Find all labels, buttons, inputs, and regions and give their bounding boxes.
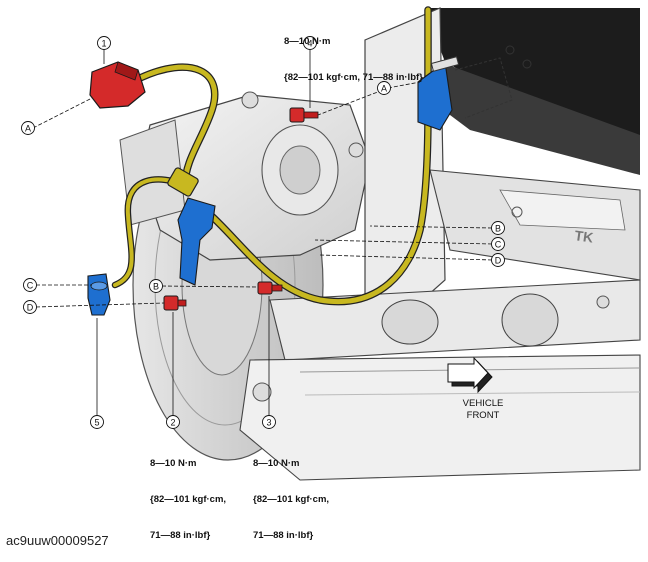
vehicle-body-panel: [425, 8, 640, 175]
brake-hose: [111, 6, 432, 306]
svg-text:3: 3: [266, 418, 271, 428]
vehicle-front-label: VEHICLE FRONT: [462, 398, 504, 421]
svg-text:2: 2: [170, 418, 175, 428]
svg-text:C: C: [495, 240, 502, 250]
svg-text:B: B: [153, 282, 159, 292]
torque-spec-bolt-3: 8—10 N·m {82—101 kgf·cm, 71—88 in·lbf}: [253, 458, 330, 541]
svg-text:4: 4: [307, 39, 312, 49]
wheel-speed-sensor-connector: [89, 61, 146, 109]
front-arrow-icon: [447, 356, 493, 394]
callout-d-right: D: [491, 253, 505, 267]
hose-clip-upper: [417, 56, 460, 131]
callout-1: 1: [97, 36, 111, 50]
svg-text:C: C: [27, 281, 34, 291]
svg-text:A: A: [381, 84, 387, 94]
svg-text:5: 5: [94, 418, 99, 428]
callout-d-left: D: [23, 300, 37, 314]
callout-5: 5: [90, 415, 104, 429]
svg-text:A: A: [25, 124, 31, 134]
callout-4: 4: [303, 36, 317, 50]
callout-c-left: C: [23, 278, 37, 292]
svg-text:B: B: [495, 224, 501, 234]
hose-bracket: [177, 197, 216, 286]
callout-3: 3: [262, 415, 276, 429]
bolt-3: [257, 281, 283, 295]
svg-text:D: D: [27, 303, 34, 313]
torque-spec-bolt-4: 8—10 N·m {82—101 kgf·cm, 71—88 in·lbf}: [284, 36, 423, 83]
figure-code: ac9uuw00009527: [6, 533, 109, 548]
callout-b-right: B: [491, 221, 505, 235]
clip-hardware: [454, 45, 532, 119]
svg-text:1: 1: [101, 39, 106, 49]
embossed-mark: TK: [574, 227, 595, 245]
bolt-4: [289, 107, 319, 123]
leader-lines: [32, 50, 493, 420]
suspension-arm: [239, 7, 641, 481]
callout-a-left: A: [21, 121, 35, 135]
svg-text:D: D: [495, 256, 502, 266]
callout-b-left: B: [149, 279, 163, 293]
callout-2: 2: [166, 415, 180, 429]
hose-clip-5: [87, 273, 111, 316]
callout-a-right: A: [377, 81, 391, 95]
callout-c-right: C: [491, 237, 505, 251]
torque-spec-bolt-2: 8—10 N·m {82—101 kgf·cm, 71—88 in·lbf}: [150, 458, 227, 541]
